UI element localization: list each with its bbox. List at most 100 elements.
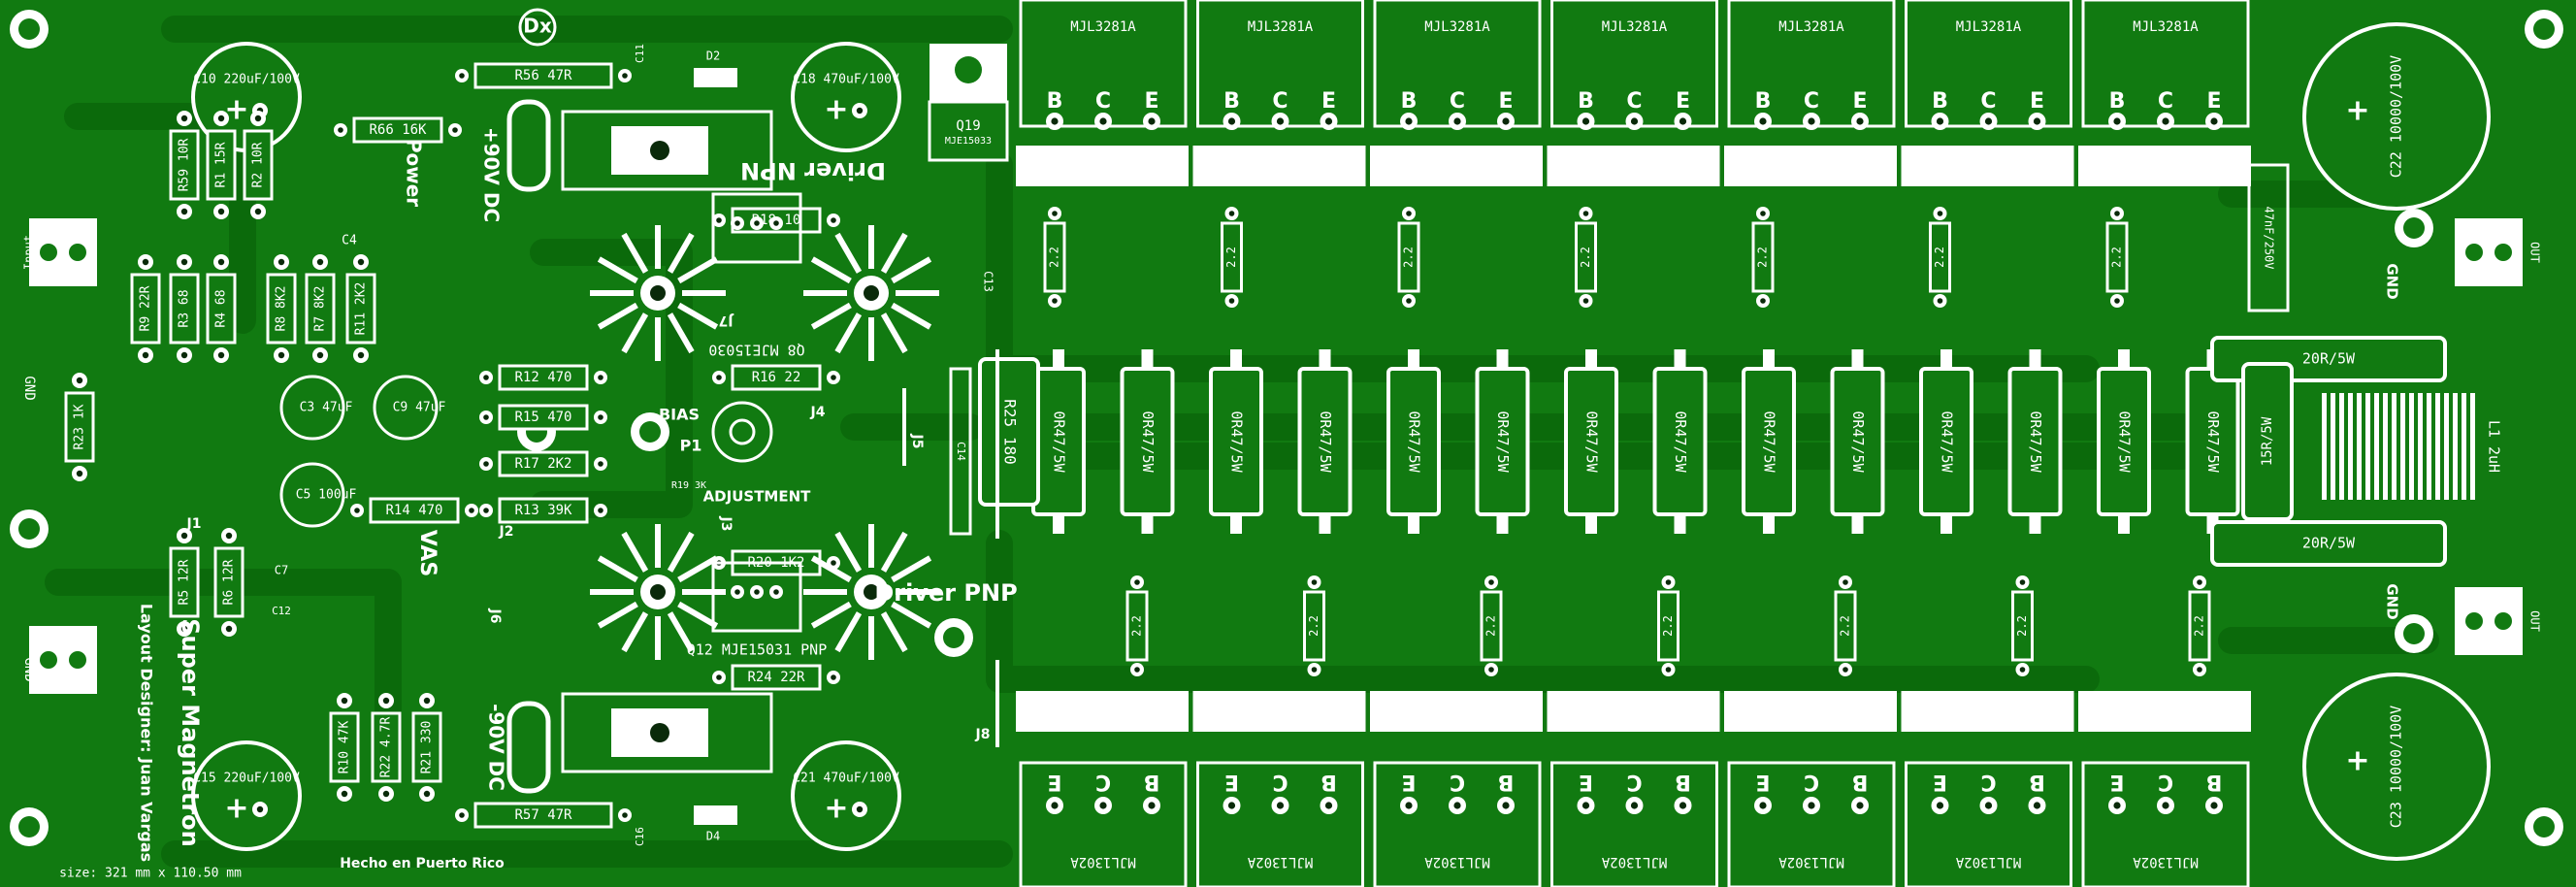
solder-pad [378,693,394,708]
solder-pad [312,347,328,363]
fuse-holder [506,701,551,794]
coil-turn [2470,393,2475,500]
cap-polarity: + [224,93,248,127]
solder-pad [72,466,87,481]
pad-drill [1405,117,1413,125]
heatsink-fin [621,611,649,653]
pin-label: B [1852,770,1869,794]
pad-drill [225,532,233,540]
solder-pad [419,693,435,708]
resistor-label: 0R47/5W [1939,411,1956,473]
resistor: R8 8K2 [266,254,297,363]
emitter-resistor: 0R47/5W [1742,349,1796,534]
base-resistor: 2.2 [1125,575,1149,676]
coil-turn [2453,393,2458,500]
pad-drill [1134,667,1140,673]
terminal-block [29,218,97,286]
pad-drill [1228,298,1235,304]
lead [1230,349,1242,369]
driver-pnp-label: Driver PNP [874,579,1017,607]
pot-knob [729,418,756,445]
resistor-label: 2.2 [2193,615,2206,637]
hole-inner [18,518,40,540]
terminal-screw [2494,612,2512,630]
made-in-label: Hecho en Puerto Rico [340,856,505,871]
resistor-body [978,357,1040,507]
heatsink-pad [1724,691,1897,732]
solder-pad [1625,113,1644,130]
solder-pad [177,347,192,363]
jumper-label: J7 [719,312,734,328]
resistor-body [1480,590,1503,662]
pad-drill [1581,802,1590,809]
heatsink-fin [810,601,852,629]
coil-turn [2392,393,2397,500]
solder-pad [1497,797,1515,814]
pad-drill [1808,117,1815,125]
power-connector [561,692,773,773]
cap-outline [791,740,901,851]
heatsink-pad [1370,146,1543,186]
mounting-hole [10,509,49,548]
heatsink-hole [650,584,666,600]
cap-outline [279,375,345,441]
pad-drill [1488,579,1494,585]
resistor-label: 0R47/5W [1317,411,1334,473]
pin-label: B [1675,770,1691,794]
small-capacitor: C9 47uF [373,375,446,441]
pad-drill [1134,579,1140,585]
transistor-outline [711,561,802,633]
pad-drill [1276,117,1285,125]
transistor-label: MJL1302A [1070,854,1136,870]
pad-drill [1679,802,1687,809]
solder-pad [465,504,478,517]
pin-label: B [1578,89,1594,114]
jumper-label: J1 [186,516,202,532]
base-resistor: 2.2 [1397,207,1420,308]
resistor: R15 470 [479,404,607,431]
solder-pad [1754,797,1772,814]
mounting-hole [10,807,49,846]
mounting-hole [2525,10,2563,49]
solder-pad [177,621,192,637]
cap-outline [791,42,901,152]
pad-drill [2197,667,2202,673]
pad-drill [1936,117,1944,125]
jumper-label: J4 [810,405,826,420]
pad-drill [1276,802,1285,809]
solder-pad [1130,663,1144,676]
resistor-body [498,497,589,524]
terminal-screw [69,651,86,669]
pad-drill [734,220,740,226]
coil-turn [2409,393,2414,500]
pad-drill [1324,117,1333,125]
diode-body [694,68,747,87]
electrolytic-capacitor: C22 10000/100V+ [2302,22,2491,211]
solder-pad [2193,575,2206,589]
heatsink-fin [880,312,908,354]
heatsink-fin [880,611,908,653]
resistor-label: 2.2 [1579,246,1592,268]
transistor-label: MJL1302A [1778,854,1844,870]
resistor-label: 2.2 [1307,615,1321,637]
pad-drill [2210,802,2218,809]
transistor-label: Q19 [956,118,980,134]
pad-drill [1052,211,1058,216]
emitter-resistor: 0R47/5W [1919,349,1973,534]
lead [1408,349,1419,369]
heatsink-fin [667,531,695,573]
pad-drill [2210,117,2218,125]
pin-label: C [1095,770,1111,794]
resistor-label: R16 22 [752,370,801,385]
solder-pad [1449,797,1466,814]
cap-outline [2302,22,2491,211]
solder-pad [353,254,369,270]
pad-drill [1051,117,1059,125]
connector-hole [650,723,669,742]
pad-drill [382,790,390,798]
solder-pad [2157,797,2174,814]
resistor-body [498,404,589,431]
cap-outline [2302,673,2491,861]
